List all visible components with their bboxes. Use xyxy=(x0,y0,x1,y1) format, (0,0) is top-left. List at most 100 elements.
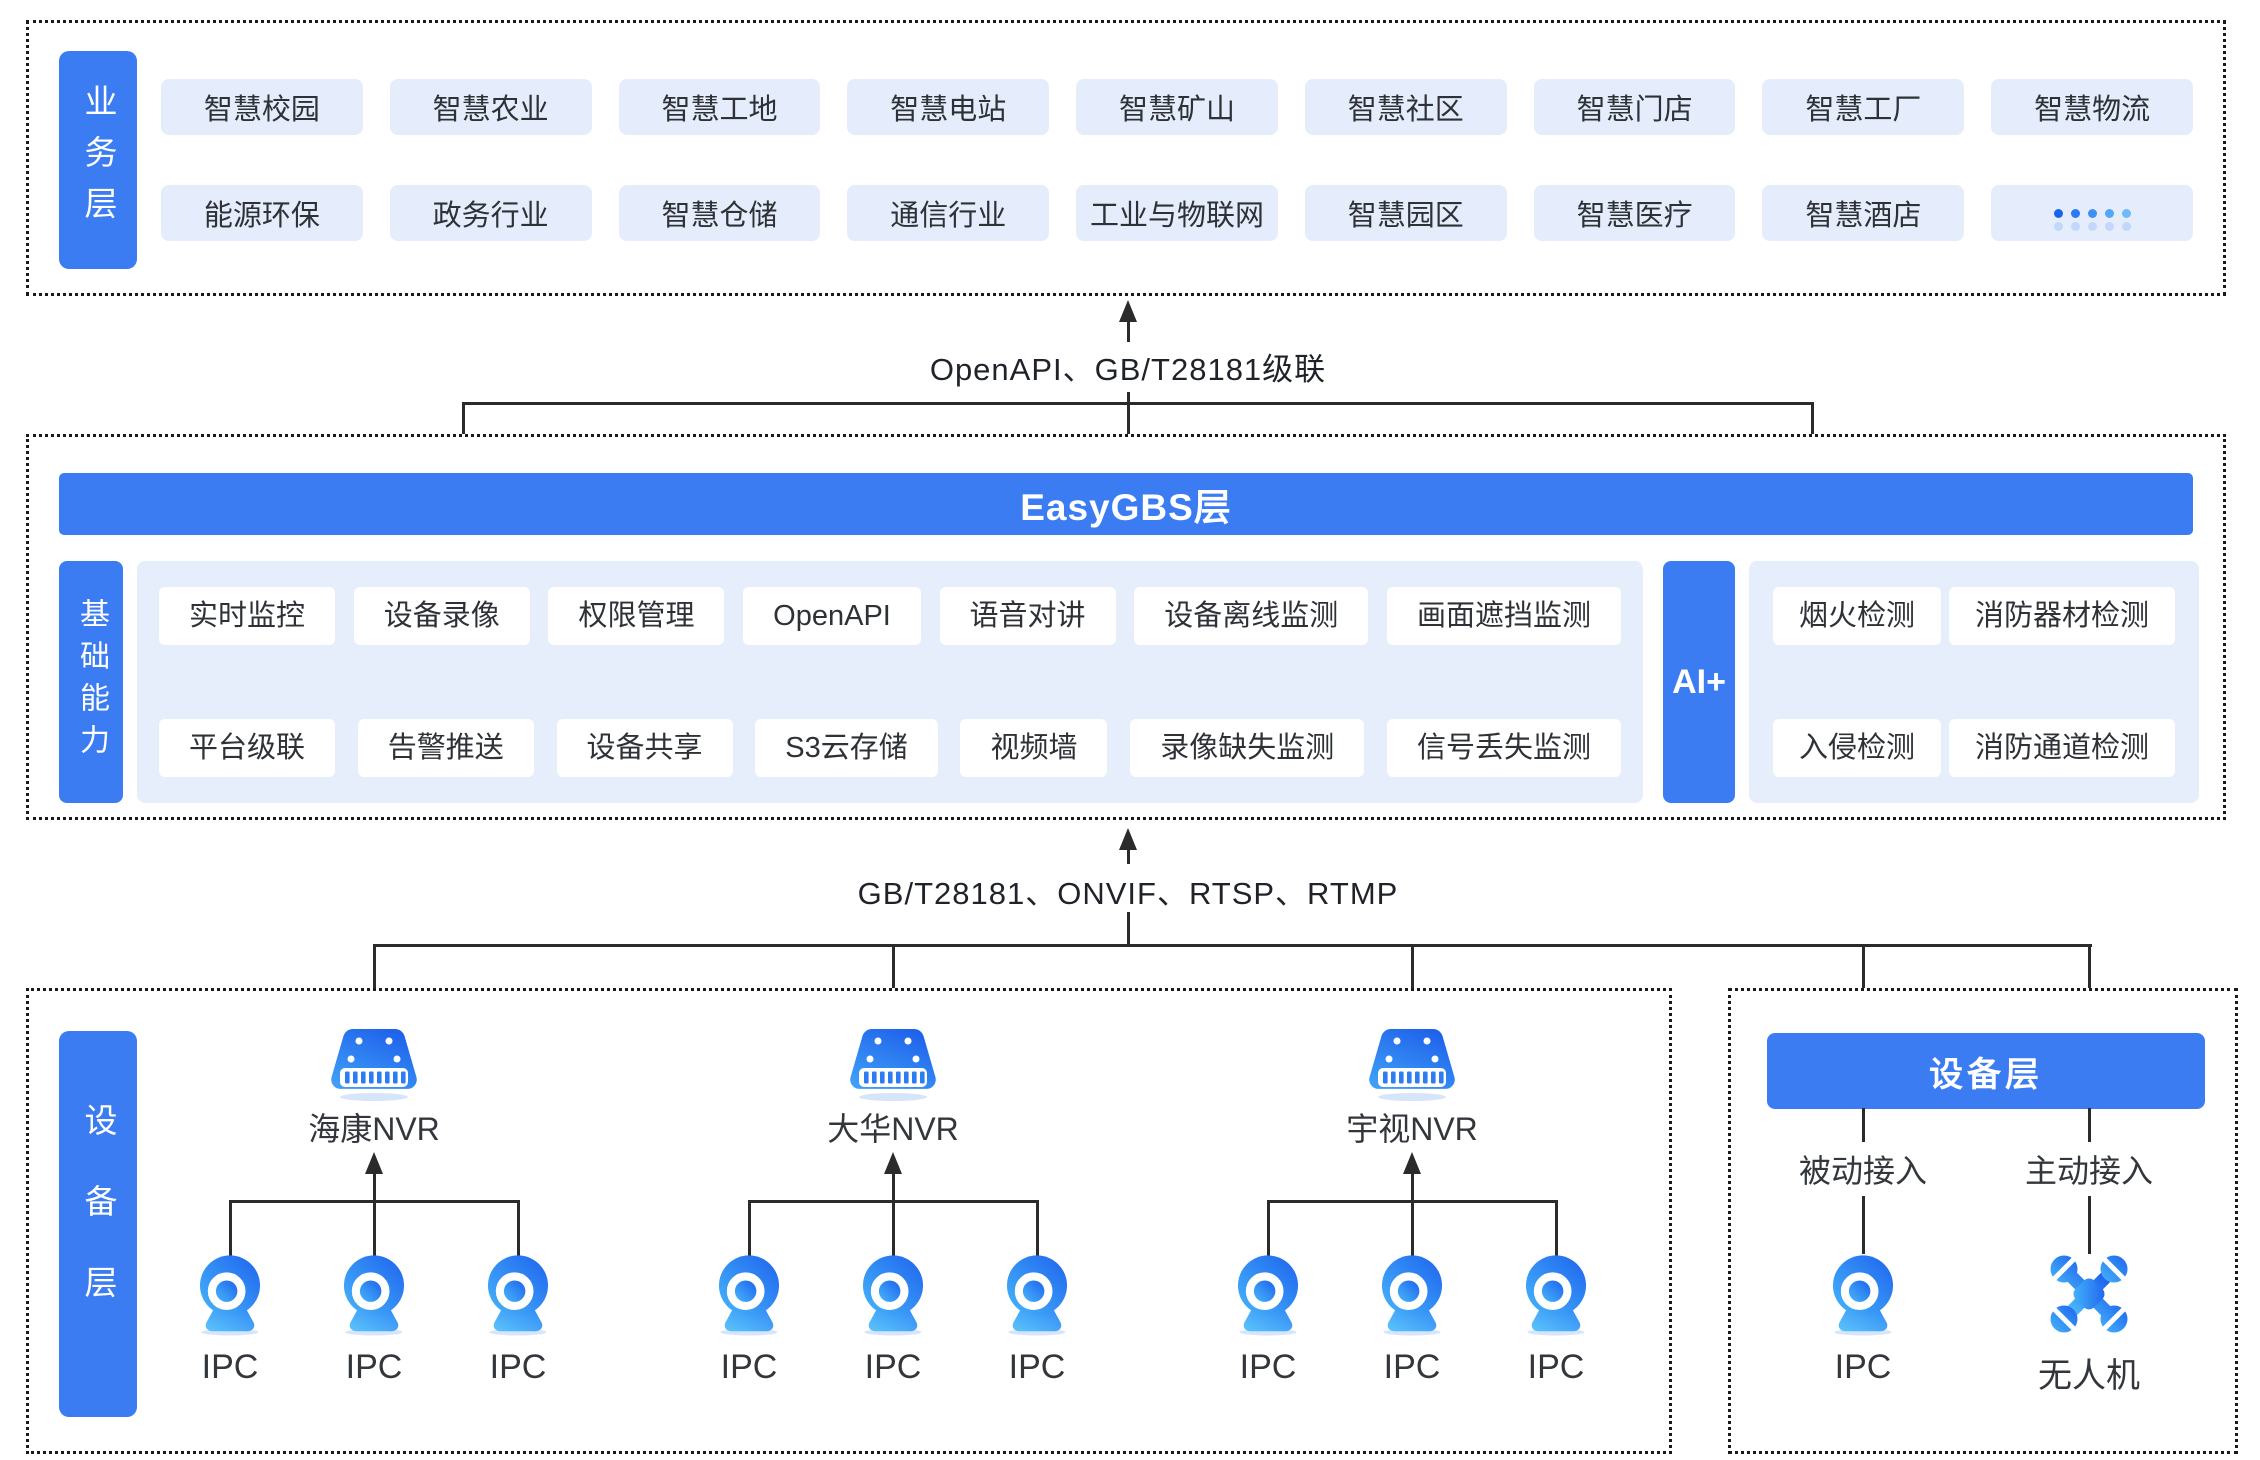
industry-chip: 智慧农业 xyxy=(389,79,592,135)
industry-chip: 智慧工地 xyxy=(618,79,821,135)
ai-capability-chip: 烟火检测 xyxy=(1773,587,1942,645)
bottom-connector-line xyxy=(1127,850,1130,864)
nvr-arrowhead-icon xyxy=(365,1152,383,1174)
direct-access-box: 设备层 xyxy=(1728,988,2238,1454)
more-industries-dots xyxy=(1991,185,2194,241)
ai-capability-chip: 消防通道检测 xyxy=(1948,719,2175,777)
ipc-camera-icon xyxy=(337,1254,411,1336)
capability-chip: 平台级联 xyxy=(159,719,336,777)
bottom-connector-line xyxy=(1127,912,1130,944)
ipc-camera-icon xyxy=(1375,1254,1449,1336)
capability-chip: 录像缺失监测 xyxy=(1130,719,1365,777)
ai-capability-chip: 入侵检测 xyxy=(1773,719,1942,777)
top-connector-label: OpenAPI、GB/T28181级联 xyxy=(929,352,1327,387)
ipc-label: IPC xyxy=(1527,1348,1585,1386)
capability-chip: 信号丢失监测 xyxy=(1386,719,1621,777)
bus-branch-dahua xyxy=(892,947,895,1028)
nvr-group-line xyxy=(229,1200,232,1258)
bus-branch-uniview xyxy=(1411,947,1414,1028)
ai-capability-chip: 消防器材检测 xyxy=(1948,587,2175,645)
bus-branch-passive xyxy=(1862,947,1865,1028)
nvr-icon xyxy=(326,1026,422,1102)
ipc-label: IPC xyxy=(1239,1348,1297,1386)
device-layer-bar: 设备层 xyxy=(1767,1033,2205,1109)
ipc-camera-icon xyxy=(1519,1254,1593,1336)
drone-icon xyxy=(2047,1252,2131,1336)
nvr-group-line xyxy=(892,1174,895,1258)
nvr-group-line xyxy=(373,1174,376,1258)
ipc-camera-icon xyxy=(856,1254,930,1336)
industry-chip: 智慧酒店 xyxy=(1762,185,1965,241)
nvr-icon xyxy=(845,1026,941,1102)
ipc-camera-icon xyxy=(1826,1254,1900,1336)
easygbs-layer-bar: EasyGBS层 xyxy=(59,473,2193,535)
ipc-label: IPC xyxy=(1383,1348,1441,1386)
device-bus-line xyxy=(373,944,2092,947)
capability-chip: 告警推送 xyxy=(357,719,534,777)
nvr-group-bracket xyxy=(1267,1200,1558,1203)
device-layer-sidebar: 设备层 xyxy=(59,1031,137,1417)
industry-chip: 政务行业 xyxy=(389,185,592,241)
ai-plus-sidebar: AI+ xyxy=(1663,561,1735,803)
industry-chip: 工业与物联网 xyxy=(1076,185,1278,241)
industry-chip: 智慧门店 xyxy=(1533,79,1736,135)
nvr-group-line xyxy=(748,1200,751,1258)
industry-chip: 智慧仓储 xyxy=(618,185,821,241)
nvr-group-line xyxy=(1267,1200,1270,1258)
nvr-group-bracket xyxy=(229,1200,520,1203)
nvr-name: 大华NVR xyxy=(827,1111,959,1147)
nvr-group-line xyxy=(1411,1174,1414,1258)
industry-chip: 智慧矿山 xyxy=(1076,79,1278,135)
nvr-arrowhead-icon xyxy=(1403,1152,1421,1174)
capability-chip: 设备离线监测 xyxy=(1134,587,1369,645)
active-access-line xyxy=(2088,1196,2091,1254)
nvr-group-line xyxy=(1555,1200,1558,1258)
bus-branch-active xyxy=(2088,947,2091,1028)
industry-chip: 能源环保 xyxy=(161,185,363,241)
top-bracket-line xyxy=(462,402,1814,405)
capability-chip: 实时监控 xyxy=(159,587,336,645)
top-connector-line xyxy=(1127,322,1130,342)
ipc-camera-icon xyxy=(193,1254,267,1336)
passive-access-line xyxy=(1862,1108,1865,1142)
capability-chip: 设备共享 xyxy=(556,719,733,777)
capability-chip: 语音对讲 xyxy=(939,587,1116,645)
ipc-camera-icon xyxy=(1000,1254,1074,1336)
industry-chip: 智慧校园 xyxy=(161,79,363,135)
nvr-name: 海康NVR xyxy=(308,1111,440,1147)
industry-chip: 通信行业 xyxy=(847,185,1050,241)
ipc-label: IPC xyxy=(1834,1348,1892,1386)
device-layer-box: 设备层 xyxy=(26,988,1672,1454)
industry-chip: 智慧工厂 xyxy=(1762,79,1965,135)
ipc-camera-icon xyxy=(712,1254,786,1336)
capabilities-panel: 实时监控 设备录像 权限管理 OpenAPI 语音对讲 设备离线监测 画面遮挡监… xyxy=(137,561,1643,803)
industry-chip: 智慧医疗 xyxy=(1533,185,1736,241)
industry-chip: 智慧社区 xyxy=(1304,79,1507,135)
passive-access-line xyxy=(1862,1196,1865,1254)
capability-chip: 设备录像 xyxy=(353,587,530,645)
capability-chip: 视频墙 xyxy=(960,719,1108,777)
industry-chip: 智慧电站 xyxy=(847,79,1050,135)
nvr-group-bracket xyxy=(748,1200,1039,1203)
passive-access-label: 被动接入 xyxy=(1798,1153,1927,1189)
bus-branch-hikvision xyxy=(373,947,376,1028)
nvr-group-line xyxy=(1036,1200,1039,1258)
nvr-group-line xyxy=(517,1200,520,1258)
capability-chip: OpenAPI xyxy=(743,587,921,645)
business-row-1: 智慧校园 智慧农业 智慧工地 智慧电站 智慧矿山 智慧社区 智慧门店 智慧工厂 … xyxy=(161,79,2194,135)
top-connector-arrowhead-icon xyxy=(1119,300,1137,322)
ipc-label: IPC xyxy=(345,1348,403,1386)
industry-chip: 智慧园区 xyxy=(1304,185,1507,241)
business-layer-sidebar: 业务层 xyxy=(59,51,137,269)
drone-label: 无人机 xyxy=(2038,1357,2140,1395)
ipc-camera-icon xyxy=(1231,1254,1305,1336)
ipc-label: IPC xyxy=(720,1348,778,1386)
capability-chip: 权限管理 xyxy=(548,587,725,645)
ipc-label: IPC xyxy=(201,1348,259,1386)
nvr-icon xyxy=(1364,1026,1460,1102)
bottom-connector-arrowhead-icon xyxy=(1119,828,1137,850)
nvr-arrowhead-icon xyxy=(884,1152,902,1174)
capability-chip: 画面遮挡监测 xyxy=(1386,587,1621,645)
business-layer-box: 业务层 智慧校园 智慧农业 智慧工地 智慧电站 智慧矿山 智慧社区 智慧门店 智… xyxy=(26,20,2226,296)
business-row-2: 能源环保 政务行业 智慧仓储 通信行业 工业与物联网 智慧园区 智慧医疗 智慧酒… xyxy=(161,185,2194,241)
